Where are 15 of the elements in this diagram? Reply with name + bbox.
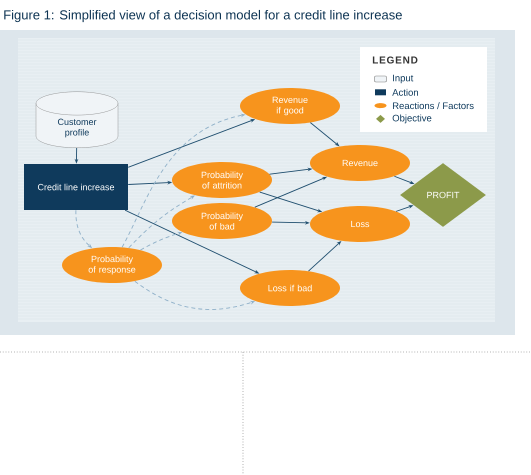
legend-text: Action: [392, 88, 418, 96]
ellipse-node: Revenue if good: [240, 88, 340, 124]
ellipse-node: Probability of attrition: [172, 162, 272, 198]
legend-text: Input: [393, 74, 414, 84]
title: Figure 1: Simplified view of a decision model for a credit line increase: [4, 10, 402, 22]
ellipse-node: Probability of bad: [172, 203, 272, 239]
legend-heading: LEGEND: [372, 56, 418, 64]
ellipse-node: Probability of response: [62, 247, 162, 283]
action-box: Credit line increase: [24, 164, 128, 210]
ellipse-node: Revenue: [310, 145, 410, 181]
legend-text: Reactions / Factors: [392, 102, 474, 110]
legend-text: Objective: [392, 114, 432, 124]
cylinder-node: Customer profile: [36, 92, 118, 148]
ellipse-node: Loss if bad: [240, 270, 340, 306]
ellipse-node: Loss: [310, 206, 410, 242]
